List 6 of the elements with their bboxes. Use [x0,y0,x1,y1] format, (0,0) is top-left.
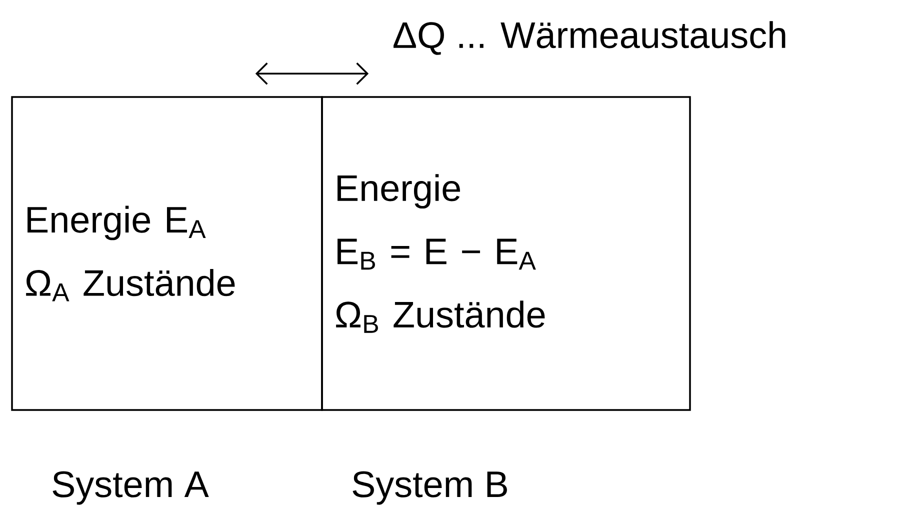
system-label: System B [352,471,507,505]
system-box: Energie E$_{B}$ = E − E$_{A}$ Ω$_{B}$ Zustände [321,96,691,411]
system-label: System A [52,471,209,505]
arrow [255,62,369,85]
title: ΔQ ... Wärmeaustausch [394,21,786,55]
system-box: Energie E$_{A}$ Ω$_{A}$ Zustände [11,96,323,411]
